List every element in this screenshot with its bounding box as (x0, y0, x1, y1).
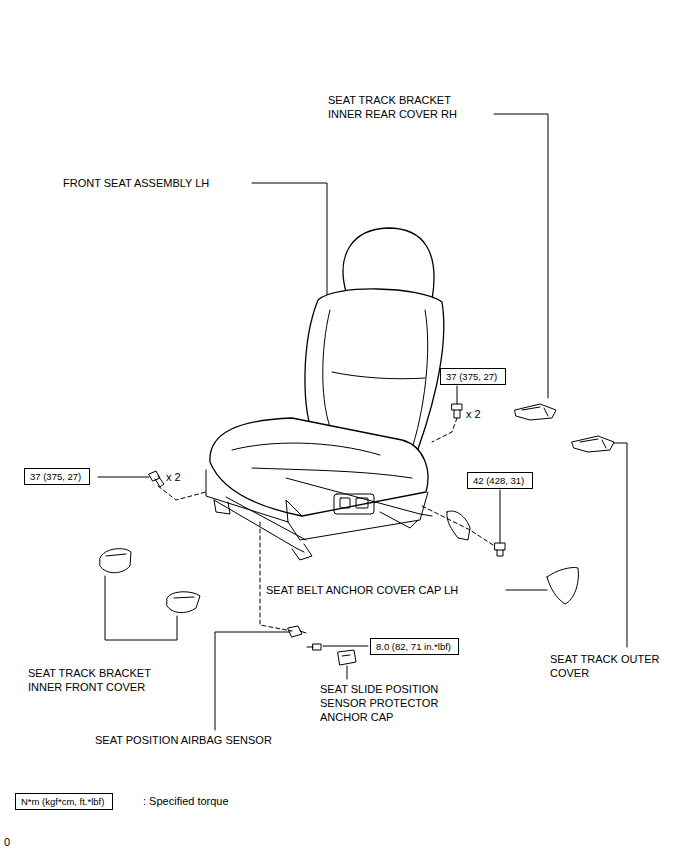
torque-value: 37 (375, 27) (25, 469, 89, 484)
part-name: SEAT SLIDE POSITION SENSOR PROTECTOR ANC… (320, 682, 438, 724)
part-name: FRONT SEAT ASSEMBLY LH (63, 176, 209, 190)
quantity-wrap: x 2 (166, 470, 181, 484)
part-name-wrap: SEAT TRACK BRACKET INNER REAR COVER RH (328, 93, 457, 121)
torque-value: 37 (375, 27) (441, 369, 505, 384)
part-name-wrap: SEAT SLIDE POSITION SENSOR PROTECTOR ANC… (320, 682, 438, 724)
page-number: 0 (4, 835, 10, 849)
legend-text: : Specified torque (143, 794, 229, 808)
legend-text-wrap: : Specified torque (143, 794, 229, 808)
part-name: SEAT POSITION AIRBAG SENSOR (95, 733, 272, 747)
part-name: SEAT TRACK BRACKET INNER REAR COVER RH (328, 93, 457, 121)
legend-torque-box: N*m (kgf*cm, ft.*lbf) (15, 793, 113, 810)
quantity: x 2 (466, 407, 481, 421)
quantity: x 2 (166, 470, 181, 484)
page-number-wrap: 0 (4, 835, 10, 849)
torque-value: N*m (kgf*cm, ft.*lbf) (16, 794, 112, 809)
torque-box: 42 (428, 31) (467, 472, 533, 489)
part-name: SEAT BELT ANCHOR COVER CAP LH (266, 583, 458, 597)
torque-box: 37 (375, 27) (24, 468, 90, 485)
quantity-wrap: x 2 (466, 407, 481, 421)
part-name-wrap: SEAT POSITION AIRBAG SENSOR (95, 733, 272, 747)
part-name: SEAT TRACK BRACKET INNER FRONT COVER (28, 666, 151, 694)
part-name-wrap: SEAT TRACK OUTER COVER (550, 652, 659, 680)
part-name-wrap: SEAT BELT ANCHOR COVER CAP LH (266, 583, 458, 597)
part-name-wrap: SEAT TRACK BRACKET INNER FRONT COVER (28, 666, 151, 694)
torque-value: 8.0 (82, 71 in.*lbf) (371, 639, 458, 654)
part-name: SEAT TRACK OUTER COVER (550, 652, 659, 680)
torque-value: 42 (428, 31) (468, 473, 532, 488)
torque-box: 37 (375, 27) (440, 368, 506, 385)
torque-box: 8.0 (82, 71 in.*lbf) (370, 638, 459, 655)
part-name-wrap: FRONT SEAT ASSEMBLY LH (63, 176, 209, 190)
